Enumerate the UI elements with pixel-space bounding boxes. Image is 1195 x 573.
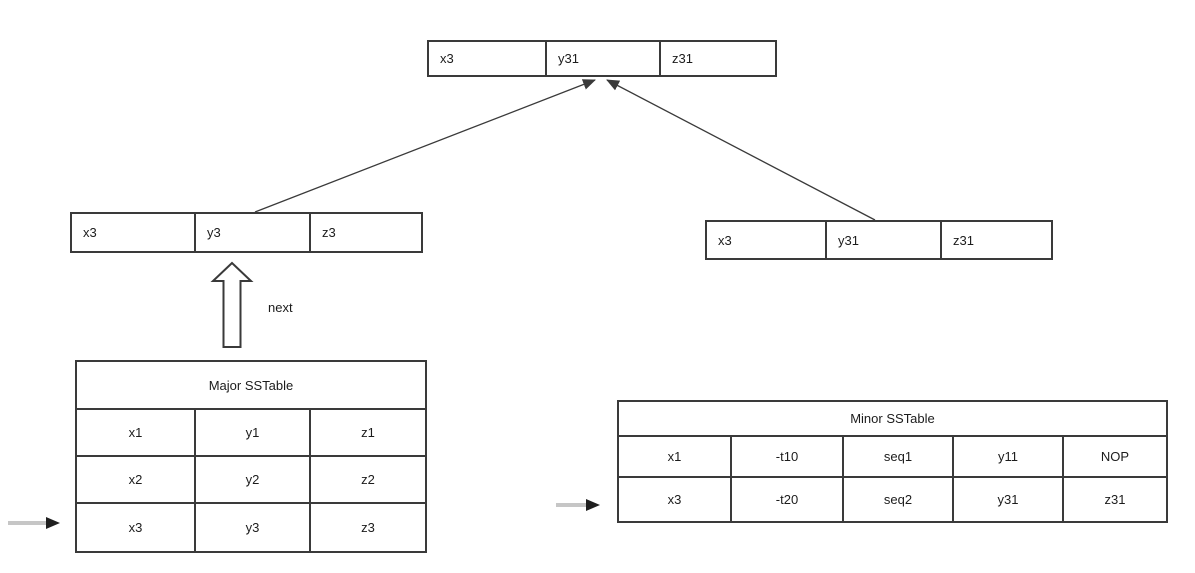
- table-cell: z1: [309, 410, 425, 455]
- table-row: x3 y3 z3: [77, 504, 425, 551]
- table-cell: x2: [128, 472, 143, 487]
- major-sstable-title: Major SSTable: [77, 362, 425, 410]
- minor-sstable-title: Minor SSTable: [619, 402, 1166, 437]
- table-cell: NOP: [1062, 437, 1166, 476]
- merged-record-cell: x3: [440, 51, 454, 66]
- table-cell: z3: [309, 504, 425, 551]
- minor-current-record-cell: z31: [940, 222, 1051, 258]
- minor-current-record-cell: x3: [718, 232, 732, 248]
- table-row: x3 -t20 seq2 y31 z31: [619, 478, 1166, 521]
- merge-arrow-left-icon: [254, 79, 596, 213]
- table-row: x1 -t10 seq1 y11 NOP: [619, 437, 1166, 478]
- major-current-record-box: x3 y3 z3: [70, 212, 423, 253]
- major-current-record-cell: x3: [83, 225, 97, 240]
- major-current-record-cell: z3: [309, 214, 421, 251]
- merged-record-box: x3 y31 z31: [427, 40, 777, 77]
- table-row: x1 y1 z1: [77, 410, 425, 457]
- merged-record-cell: y31: [545, 42, 659, 75]
- major-sstable-table: Major SSTable x1 y1 z1 x2 y2 z2 x3 y3 z3: [75, 360, 427, 553]
- merge-arrow-right-icon: [606, 79, 876, 221]
- minor-row-pointer-arrow-icon: [556, 499, 600, 511]
- major-row-pointer-arrow-icon: [8, 517, 60, 529]
- table-cell: x1: [667, 449, 682, 464]
- table-cell: y1: [194, 410, 309, 455]
- minor-current-record-cell: y31: [825, 222, 940, 258]
- merged-record-cell: z31: [659, 42, 775, 75]
- next-label: next: [268, 300, 293, 315]
- minor-current-record-box: x3 y31 z31: [705, 220, 1053, 260]
- table-cell: z2: [309, 457, 425, 502]
- table-cell: x3: [128, 520, 143, 535]
- table-cell: seq1: [842, 437, 952, 476]
- table-cell: x3: [667, 492, 682, 507]
- minor-sstable-table: Minor SSTable x1 -t10 seq1 y11 NOP x3 -t…: [617, 400, 1168, 523]
- table-row: x2 y2 z2: [77, 457, 425, 504]
- table-cell: -t20: [730, 478, 842, 521]
- table-cell: y11: [952, 437, 1062, 476]
- table-cell: y31: [952, 478, 1062, 521]
- table-cell: z31: [1062, 478, 1166, 521]
- table-cell: seq2: [842, 478, 952, 521]
- next-block-arrow-up-icon: [210, 261, 254, 348]
- table-cell: y3: [194, 504, 309, 551]
- major-current-record-cell: y3: [194, 214, 309, 251]
- table-cell: -t10: [730, 437, 842, 476]
- table-cell: y2: [194, 457, 309, 502]
- table-cell: x1: [128, 425, 143, 440]
